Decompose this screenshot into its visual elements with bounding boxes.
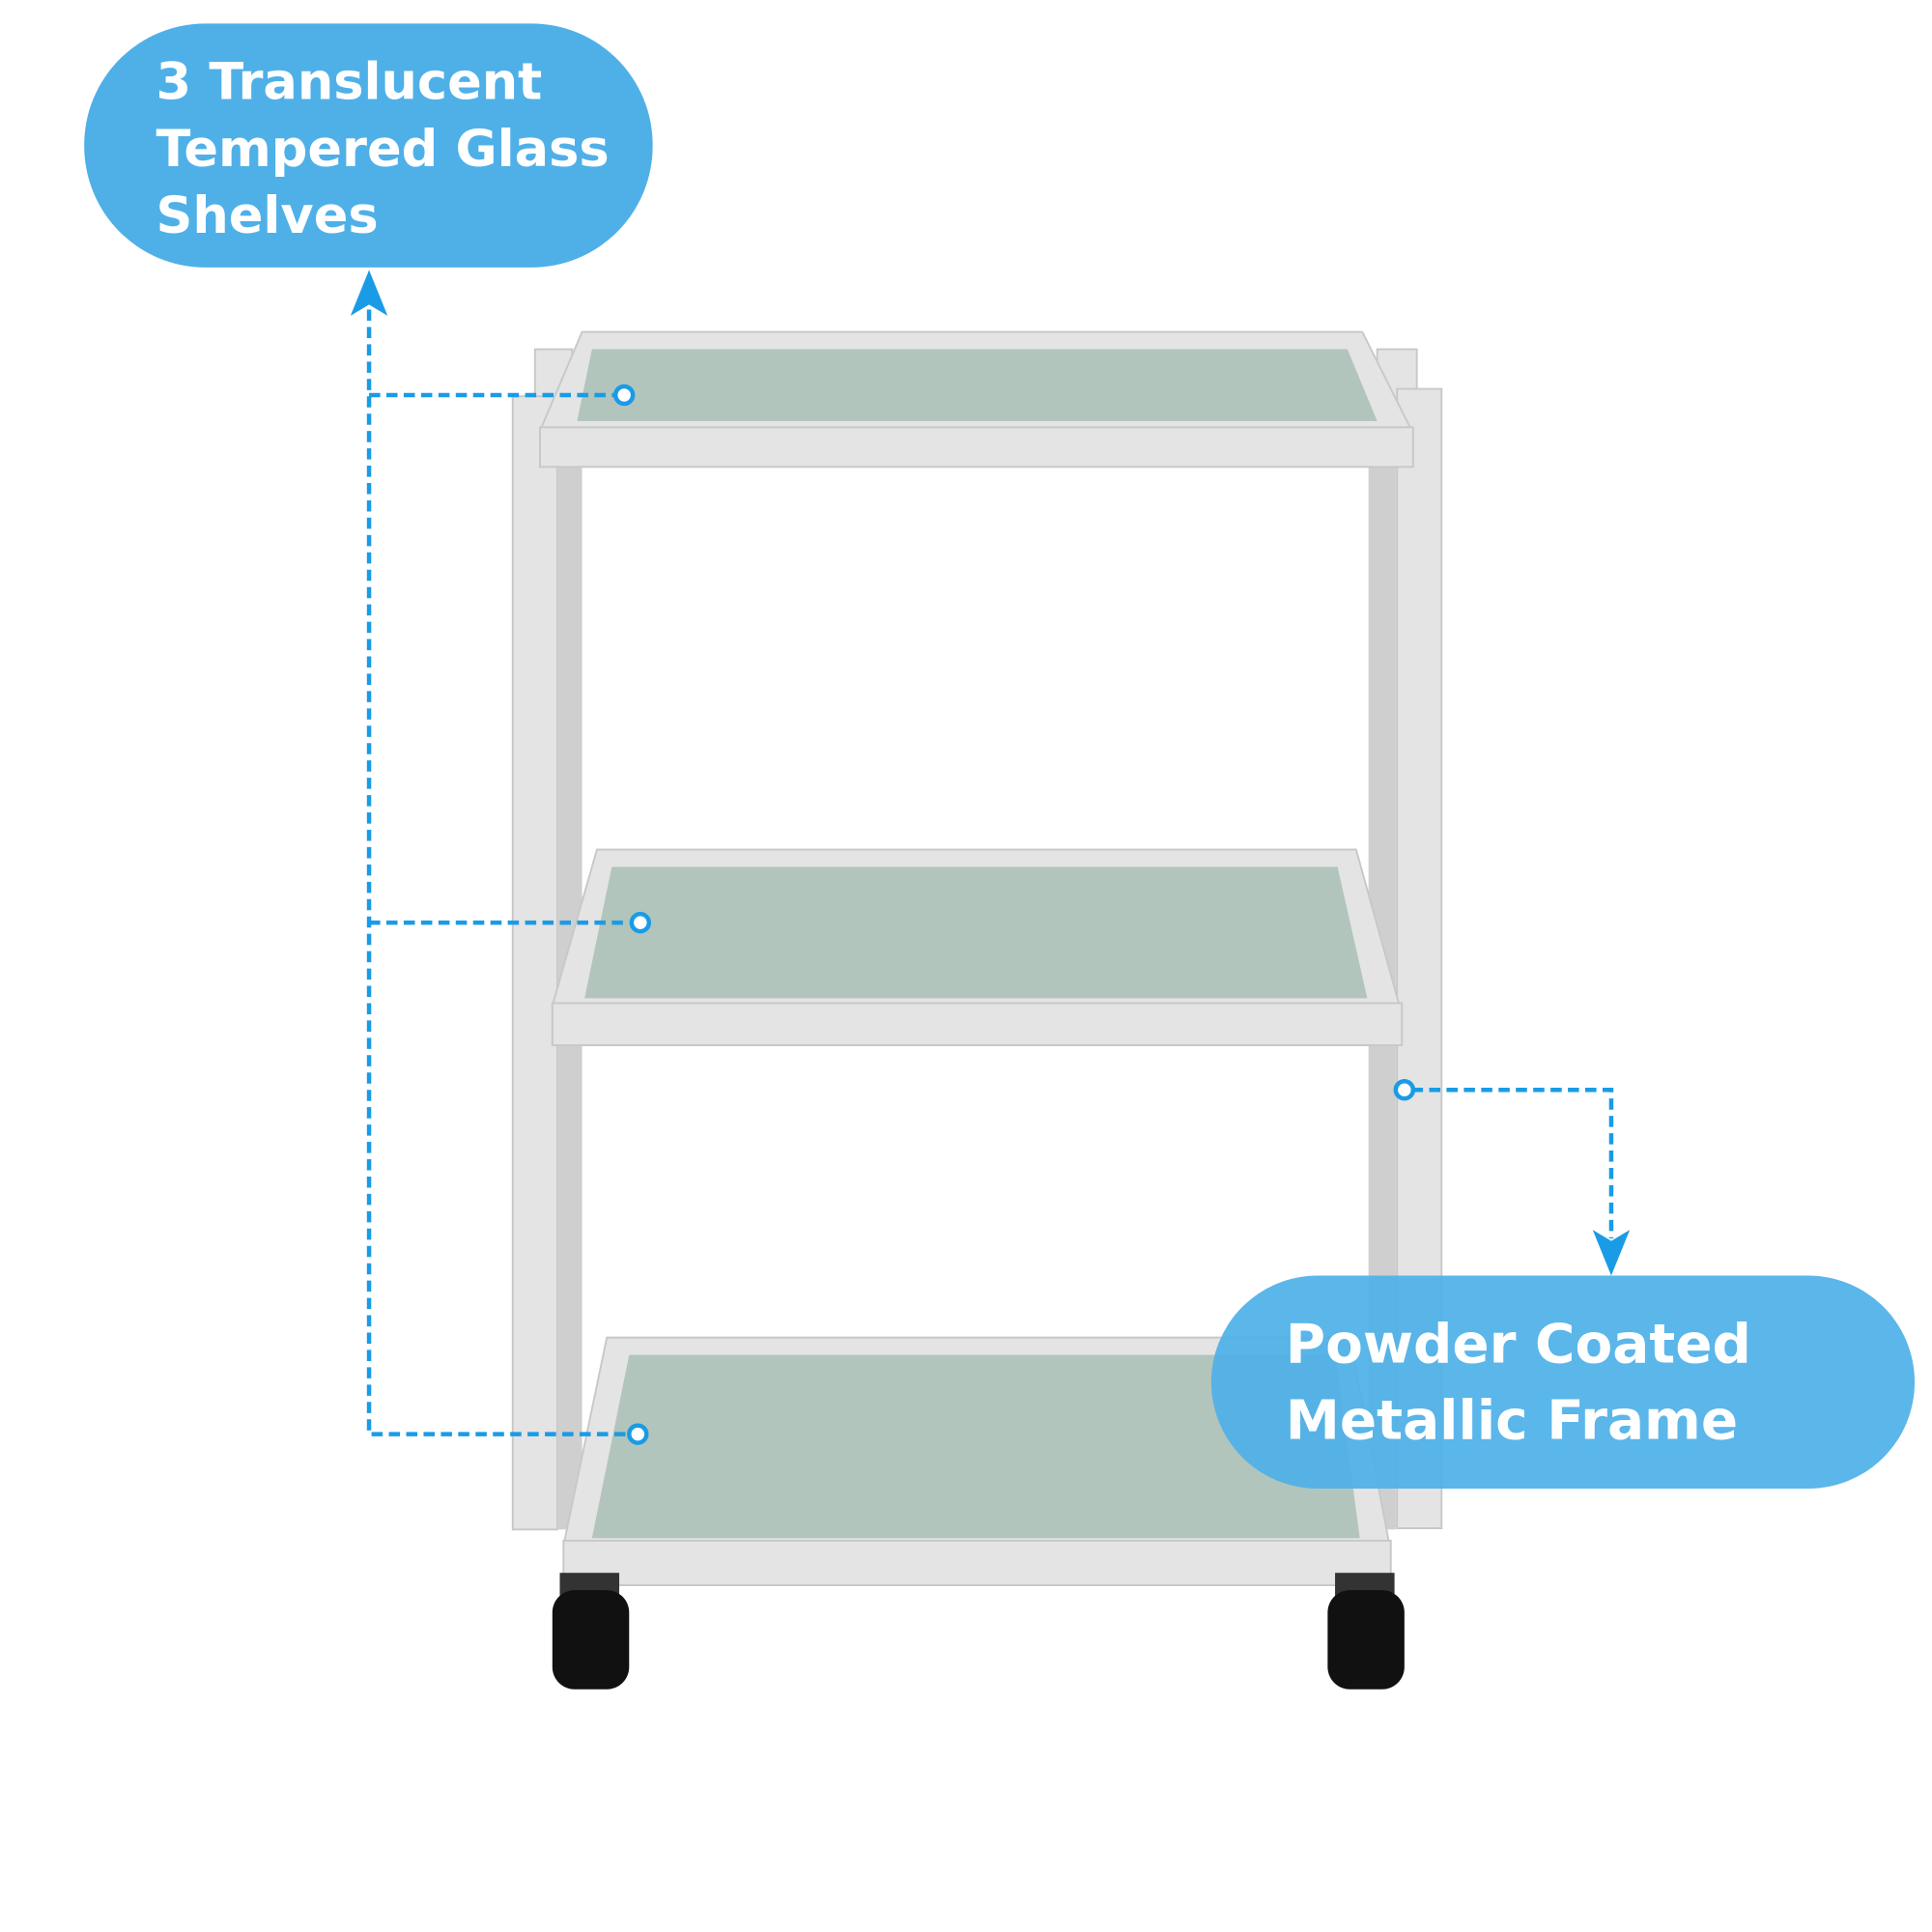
callout-shelves: 3 Translucent Tempered Glass Shelves bbox=[84, 23, 653, 268]
callout-line: Tempered Glass bbox=[156, 120, 610, 179]
pointer-dot bbox=[627, 1423, 649, 1445]
arrow-up-icon bbox=[350, 270, 388, 316]
pointer-dot bbox=[629, 911, 652, 934]
leader-shelves bbox=[350, 270, 652, 1445]
callout-line: Powder Coated bbox=[1286, 1313, 1751, 1376]
pointer-dot bbox=[1393, 1078, 1416, 1101]
callout-bubble bbox=[1210, 1275, 1916, 1490]
top-shelf bbox=[538, 330, 1414, 469]
caster-left bbox=[552, 1573, 630, 1690]
bottom-shelf bbox=[562, 1336, 1392, 1586]
pointer-dot bbox=[612, 384, 636, 407]
callout-frame: Powder Coated Metallic Frame bbox=[1210, 1275, 1916, 1490]
caster-right bbox=[1327, 1573, 1405, 1690]
front-left-post bbox=[511, 395, 558, 1531]
callout-line: Shelves bbox=[156, 186, 379, 245]
middle-shelf bbox=[551, 848, 1404, 1047]
arrow-down-icon bbox=[1592, 1230, 1631, 1276]
callout-line: Metallic Frame bbox=[1286, 1390, 1738, 1453]
callout-bubble bbox=[84, 23, 653, 268]
callout-line: 3 Translucent bbox=[156, 53, 543, 112]
leader-frame bbox=[1393, 1078, 1631, 1276]
